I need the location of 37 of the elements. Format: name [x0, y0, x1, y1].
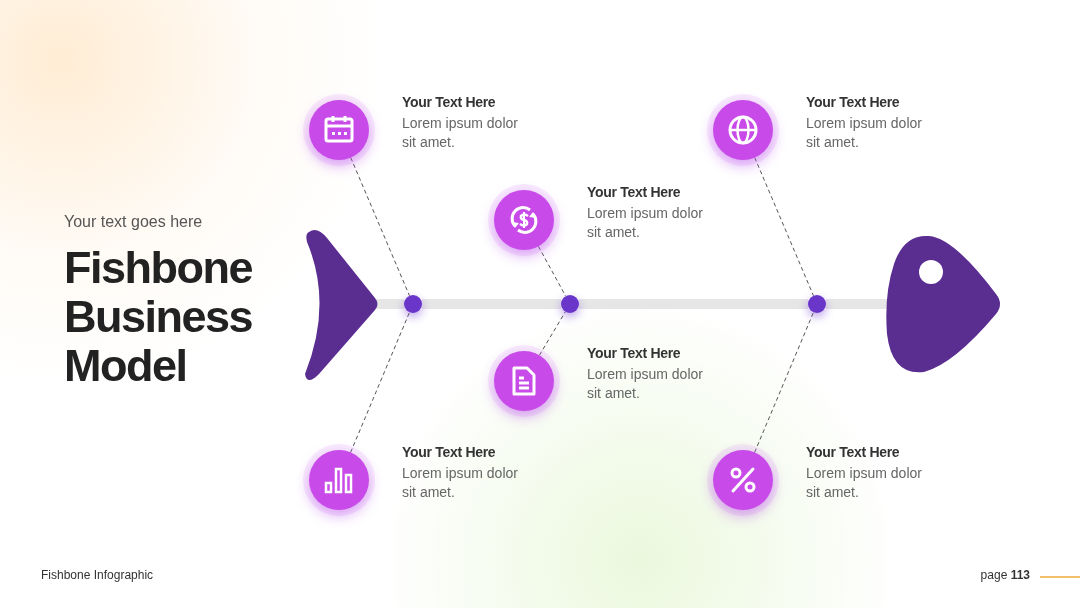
subtitle: Your text goes here: [64, 213, 203, 231]
fish-spine: [826, 299, 888, 309]
footer-text: Fishbone Infographic: [41, 568, 154, 582]
junction-dot: [808, 295, 826, 313]
fish-spine: [375, 299, 404, 309]
item-description: Lorem ipsum dolor sit amet.: [806, 464, 923, 502]
item-description: Lorem ipsum dolor sit amet.: [806, 114, 923, 152]
title: Fishbone Business Model: [64, 243, 254, 390]
dashed-connector: [537, 245, 567, 297]
icon-circle: [494, 190, 554, 250]
fish-head-drawing: [884, 234, 1002, 375]
dashed-connector: [754, 157, 814, 297]
icon-circle: [309, 100, 369, 160]
dashed-connector: [538, 311, 566, 356]
fish-spine: [422, 299, 561, 309]
item-description: Lorem ipsum dolor sit amet.: [402, 114, 519, 152]
dashed-connector: [754, 311, 814, 453]
item-description: Lorem ipsum dolor sit amet.: [402, 464, 519, 502]
junction-dot: [404, 295, 422, 313]
item-heading: Your Text Here: [402, 94, 497, 110]
fish-spine: [579, 299, 808, 309]
icon-circle: [713, 450, 773, 510]
item-heading: Your Text Here: [402, 444, 497, 460]
item-heading: Your Text Here: [587, 184, 682, 200]
junction-dot: [561, 295, 579, 313]
fish-tail-drawing: [303, 228, 380, 382]
icon-circle: [713, 100, 773, 160]
icon-circle: [309, 450, 369, 510]
item-heading: Your Text Here: [806, 444, 901, 460]
item-description: Lorem ipsum dolor sit amet.: [587, 204, 704, 242]
dashed-connector: [350, 157, 410, 297]
item-heading: Your Text Here: [806, 94, 901, 110]
item-description: Lorem ipsum dolor sit amet.: [587, 365, 704, 403]
page-number: page 113: [980, 568, 1030, 582]
dashed-connector: [350, 311, 410, 453]
icon-circle: [494, 351, 554, 411]
item-heading: Your Text Here: [587, 345, 682, 361]
